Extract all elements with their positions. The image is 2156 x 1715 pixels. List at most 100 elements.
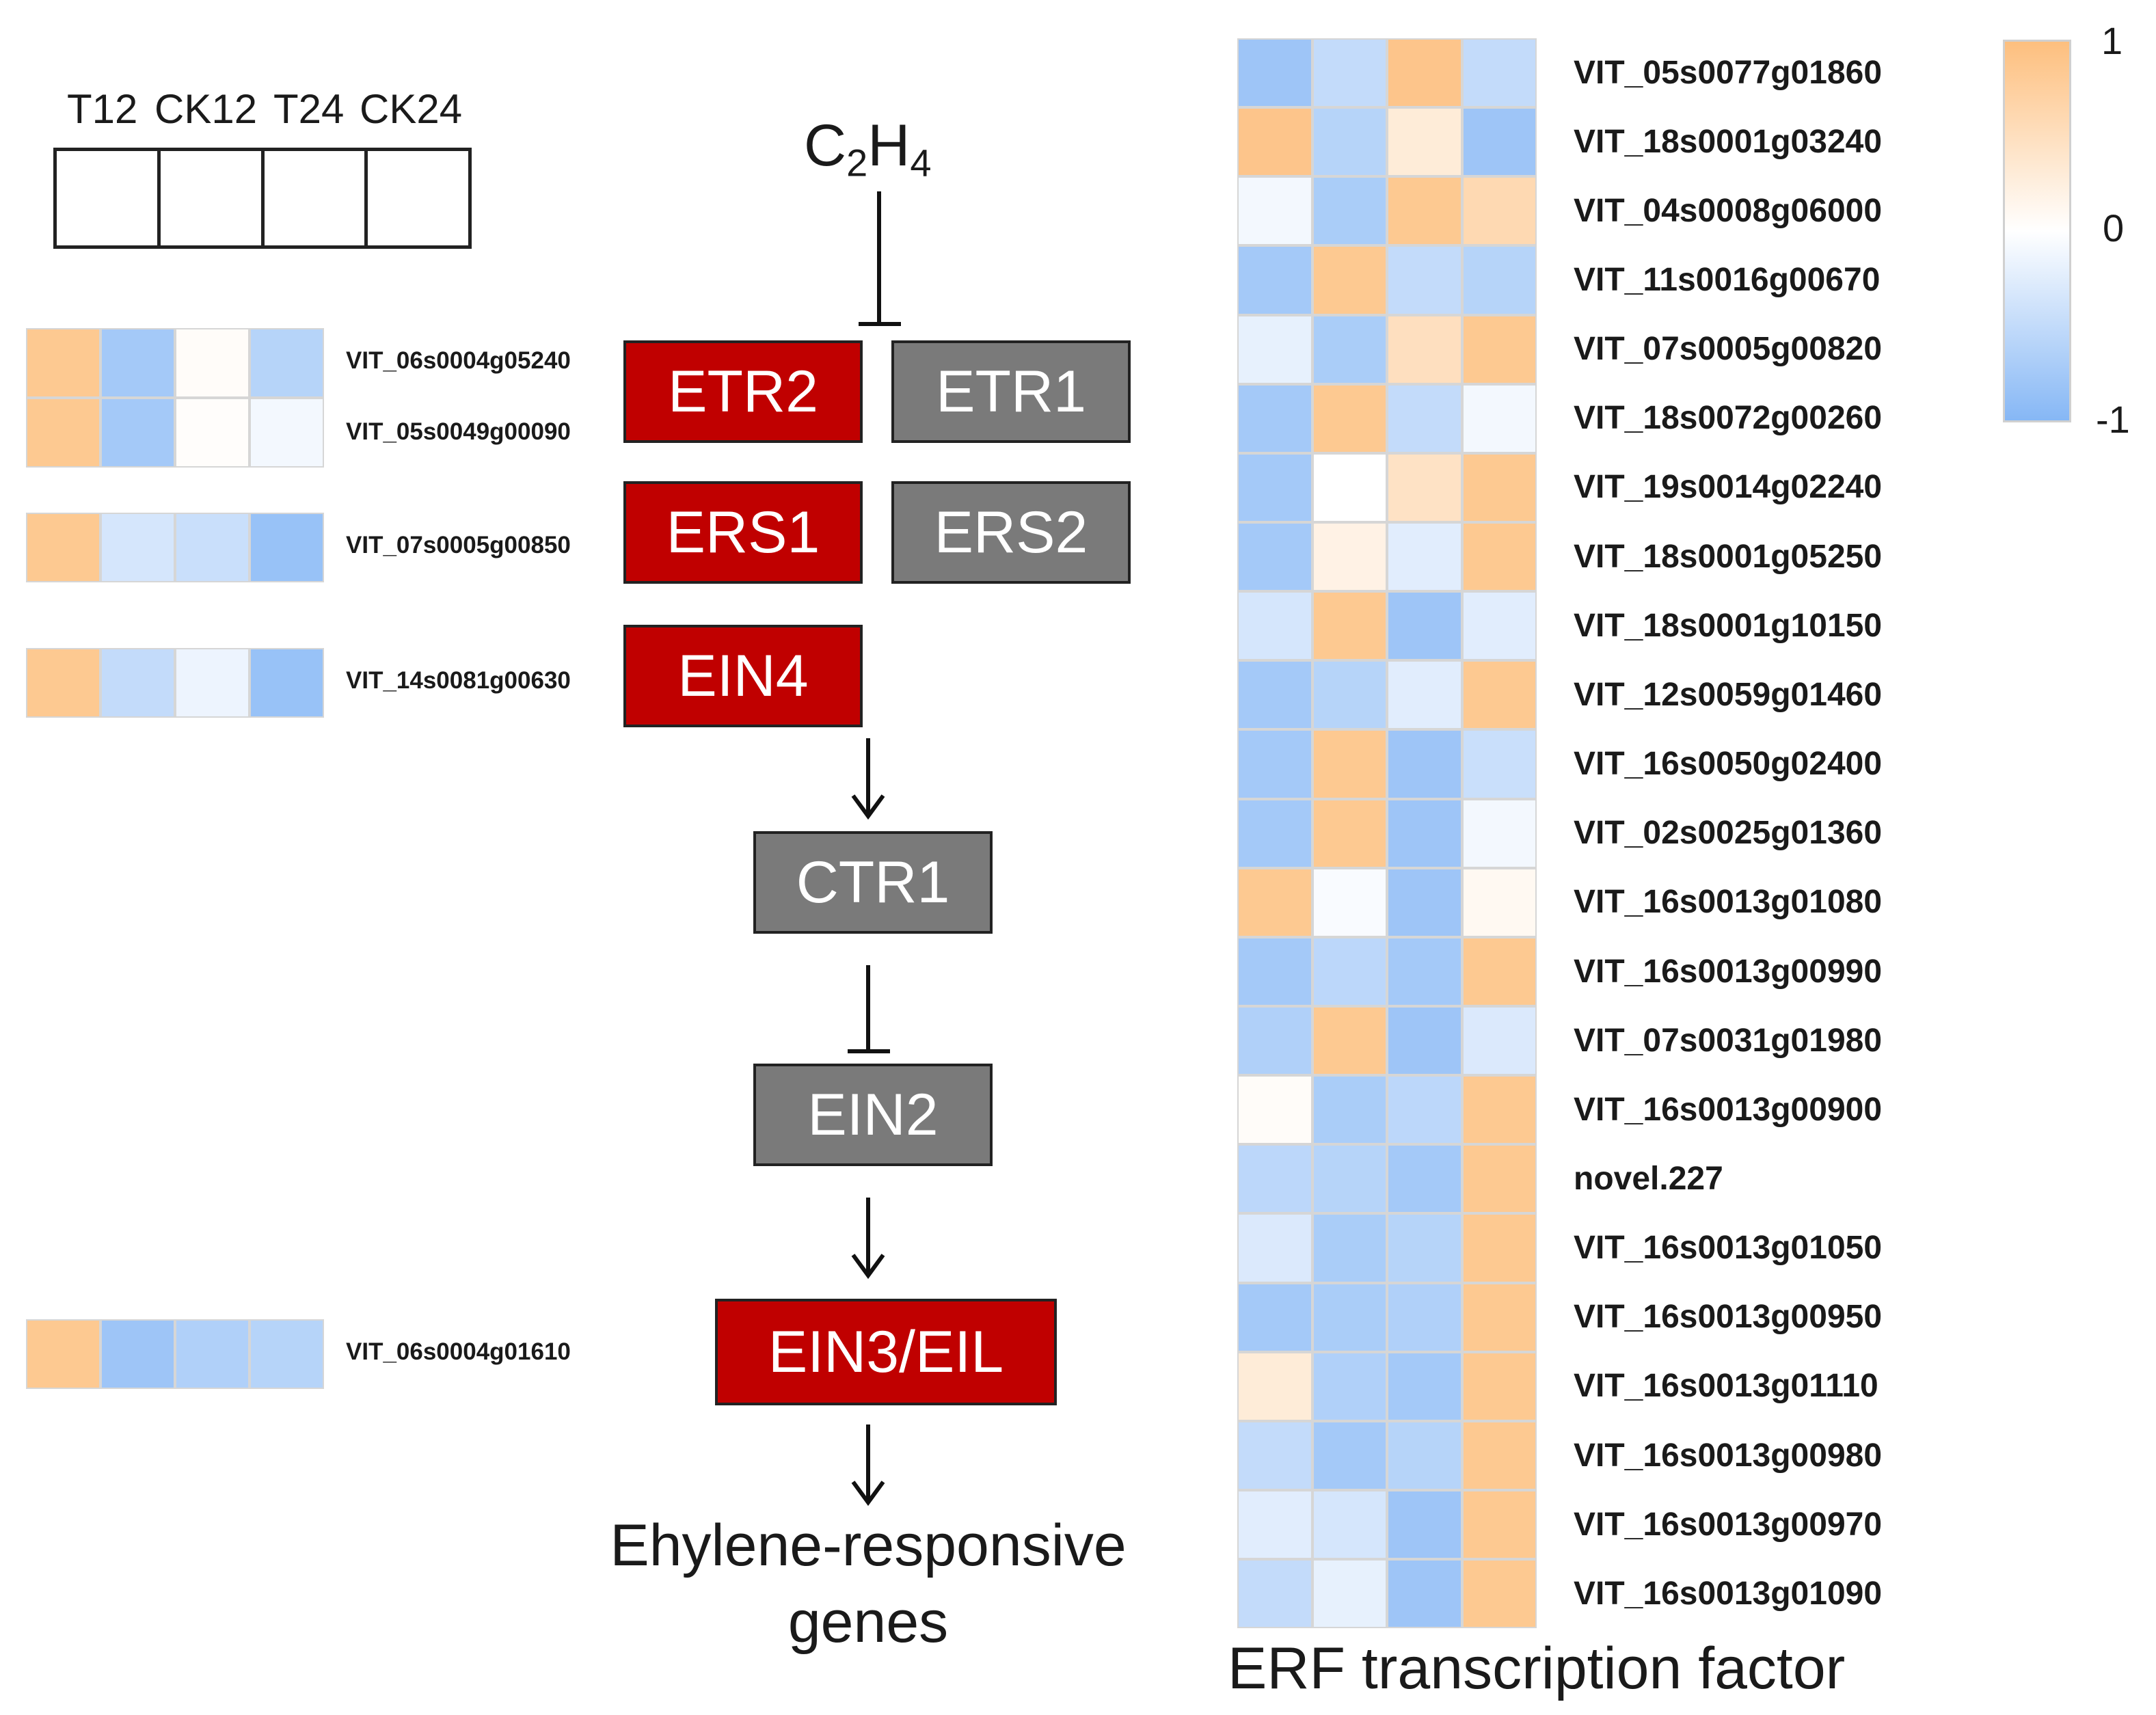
heatmap-cell	[250, 513, 324, 582]
heatmap-cell	[1312, 1144, 1387, 1214]
heatmap-cell	[1387, 1420, 1462, 1490]
heatmap-cell	[175, 328, 250, 398]
heatmap-cell	[1461, 1351, 1537, 1421]
heatmap-cell	[100, 328, 175, 398]
heatmap-cell	[1312, 798, 1387, 868]
heatmap-row	[26, 328, 324, 398]
ein3-eil-box: EIN3/EIL	[715, 1299, 1057, 1405]
heatmap-cell	[1461, 729, 1537, 799]
heatmap-cell	[250, 1319, 324, 1389]
heatmap-cell	[1387, 591, 1462, 661]
heatmap-cell	[1237, 936, 1312, 1006]
heatmap-cell	[1312, 176, 1387, 246]
heatmap-cell	[1312, 1213, 1387, 1283]
heatmap-cell	[1237, 453, 1312, 522]
erf-gene-label: VIT_02s0025g01360	[1574, 815, 1883, 852]
heatmap-cell	[1237, 176, 1312, 246]
heatmap-cell	[1387, 936, 1462, 1006]
heatmap-cell	[250, 398, 324, 468]
heatmap-cell	[1461, 383, 1537, 453]
heatmap-cell	[1312, 729, 1387, 799]
heatmap-cell	[1312, 1559, 1387, 1629]
gene-label: VIT_05s0049g00090	[346, 418, 571, 445]
heatmap-cell	[26, 513, 100, 582]
erf-gene-label: VIT_07s0005g00820	[1574, 331, 1883, 368]
erf-gene-label: VIT_16s0013g01090	[1574, 1575, 1883, 1612]
heatmap-cell	[1312, 867, 1387, 937]
heatmap-cell	[100, 513, 175, 582]
heatmap-cell	[1237, 245, 1312, 315]
heatmap-cell	[175, 513, 250, 582]
heatmap-cell	[100, 1319, 175, 1389]
heatmap-cell	[1312, 522, 1387, 592]
heatmap-cell	[1387, 314, 1462, 384]
erf-gene-label: VIT_18s0001g05250	[1574, 538, 1883, 575]
heatmap-cell	[1237, 1282, 1312, 1352]
output-line-1: Ehylene-responsive	[610, 1513, 1127, 1578]
heatmap-cell	[1461, 522, 1537, 592]
heatmap-cell	[1387, 1351, 1462, 1421]
output-line-2: genes	[787, 1589, 949, 1655]
erf-gene-label: VIT_16s0013g00980	[1574, 1437, 1883, 1474]
scale-min-label: -1	[2096, 398, 2130, 441]
heatmap-cell	[1312, 660, 1387, 730]
heatmap-cell	[1387, 1559, 1462, 1629]
heatmap-cell	[1387, 245, 1462, 315]
heatmap-cell	[1312, 107, 1387, 177]
heatmap-cell	[1461, 1075, 1537, 1145]
heatmap-cell	[1461, 245, 1537, 315]
erf-gene-label: VIT_16s0013g00970	[1574, 1506, 1883, 1543]
heatmap-cell	[1387, 176, 1462, 246]
heatmap-cell	[1387, 38, 1462, 108]
heatmap-cell	[1312, 1351, 1387, 1421]
heatmap-cell	[1312, 591, 1387, 661]
col-label-ck12: CK12	[154, 86, 258, 132]
scale-mid-label: 0	[2103, 206, 2125, 249]
heatmap-cell	[1237, 107, 1312, 177]
key-cell	[57, 151, 161, 245]
heatmap-cell	[1387, 1005, 1462, 1076]
heatmap-cell	[1387, 1144, 1462, 1214]
heatmap-cell	[26, 328, 100, 398]
heatmap-cell	[1237, 729, 1312, 799]
erf-gene-label: VIT_16s0013g01110	[1574, 1368, 1878, 1405]
erf-gene-label: VIT_05s0077g01860	[1574, 54, 1883, 91]
heatmap-cell	[1237, 591, 1312, 661]
ctr1-box: CTR1	[753, 831, 993, 934]
gene-label: VIT_07s0005g00850	[346, 532, 571, 558]
heatmap-cell	[175, 648, 250, 718]
arrowhead	[851, 794, 885, 820]
heatmap-cell	[1461, 1420, 1537, 1490]
heatmap-cell	[1461, 936, 1537, 1006]
heatmap-cell	[1387, 383, 1462, 453]
heatmap-cell	[1312, 1420, 1387, 1490]
heatmap-cell	[1461, 107, 1537, 177]
heatmap-cell	[1387, 522, 1462, 592]
heatmap-cell	[1237, 1489, 1312, 1560]
heatmap-cell	[1237, 522, 1312, 592]
heatmap-cell	[1237, 1144, 1312, 1214]
heatmap-cell	[1312, 1075, 1387, 1145]
erf-gene-label: VIT_16s0013g00900	[1574, 1091, 1883, 1128]
heatmap-cell	[1461, 176, 1537, 246]
heatmap-cell	[26, 1319, 100, 1389]
erf-title: ERF transcription factor	[1228, 1636, 1846, 1701]
heatmap-cell	[1461, 1489, 1537, 1560]
heatmap-cell	[1461, 660, 1537, 730]
heatmap-row	[26, 648, 324, 718]
ers2-box: ERS2	[891, 481, 1131, 584]
scale-max-label: 1	[2101, 19, 2123, 62]
heatmap-cell	[1312, 1489, 1387, 1560]
heatmap-cell	[1387, 660, 1462, 730]
heatmap-cell	[1237, 38, 1312, 108]
heatmap-cell	[26, 398, 100, 468]
heatmap-row	[26, 1319, 324, 1389]
erf-gene-label: VIT_16s0013g01050	[1574, 1230, 1883, 1267]
heatmap-cell	[1312, 383, 1387, 453]
erf-gene-label: VIT_18s0001g10150	[1574, 607, 1883, 644]
heatmap-cell	[1312, 1282, 1387, 1352]
gene-label: VIT_06s0004g05240	[346, 347, 571, 374]
heatmap-cell	[1387, 1489, 1462, 1560]
heatmap-cell	[1387, 1213, 1462, 1283]
heatmap-cell	[1387, 867, 1462, 937]
